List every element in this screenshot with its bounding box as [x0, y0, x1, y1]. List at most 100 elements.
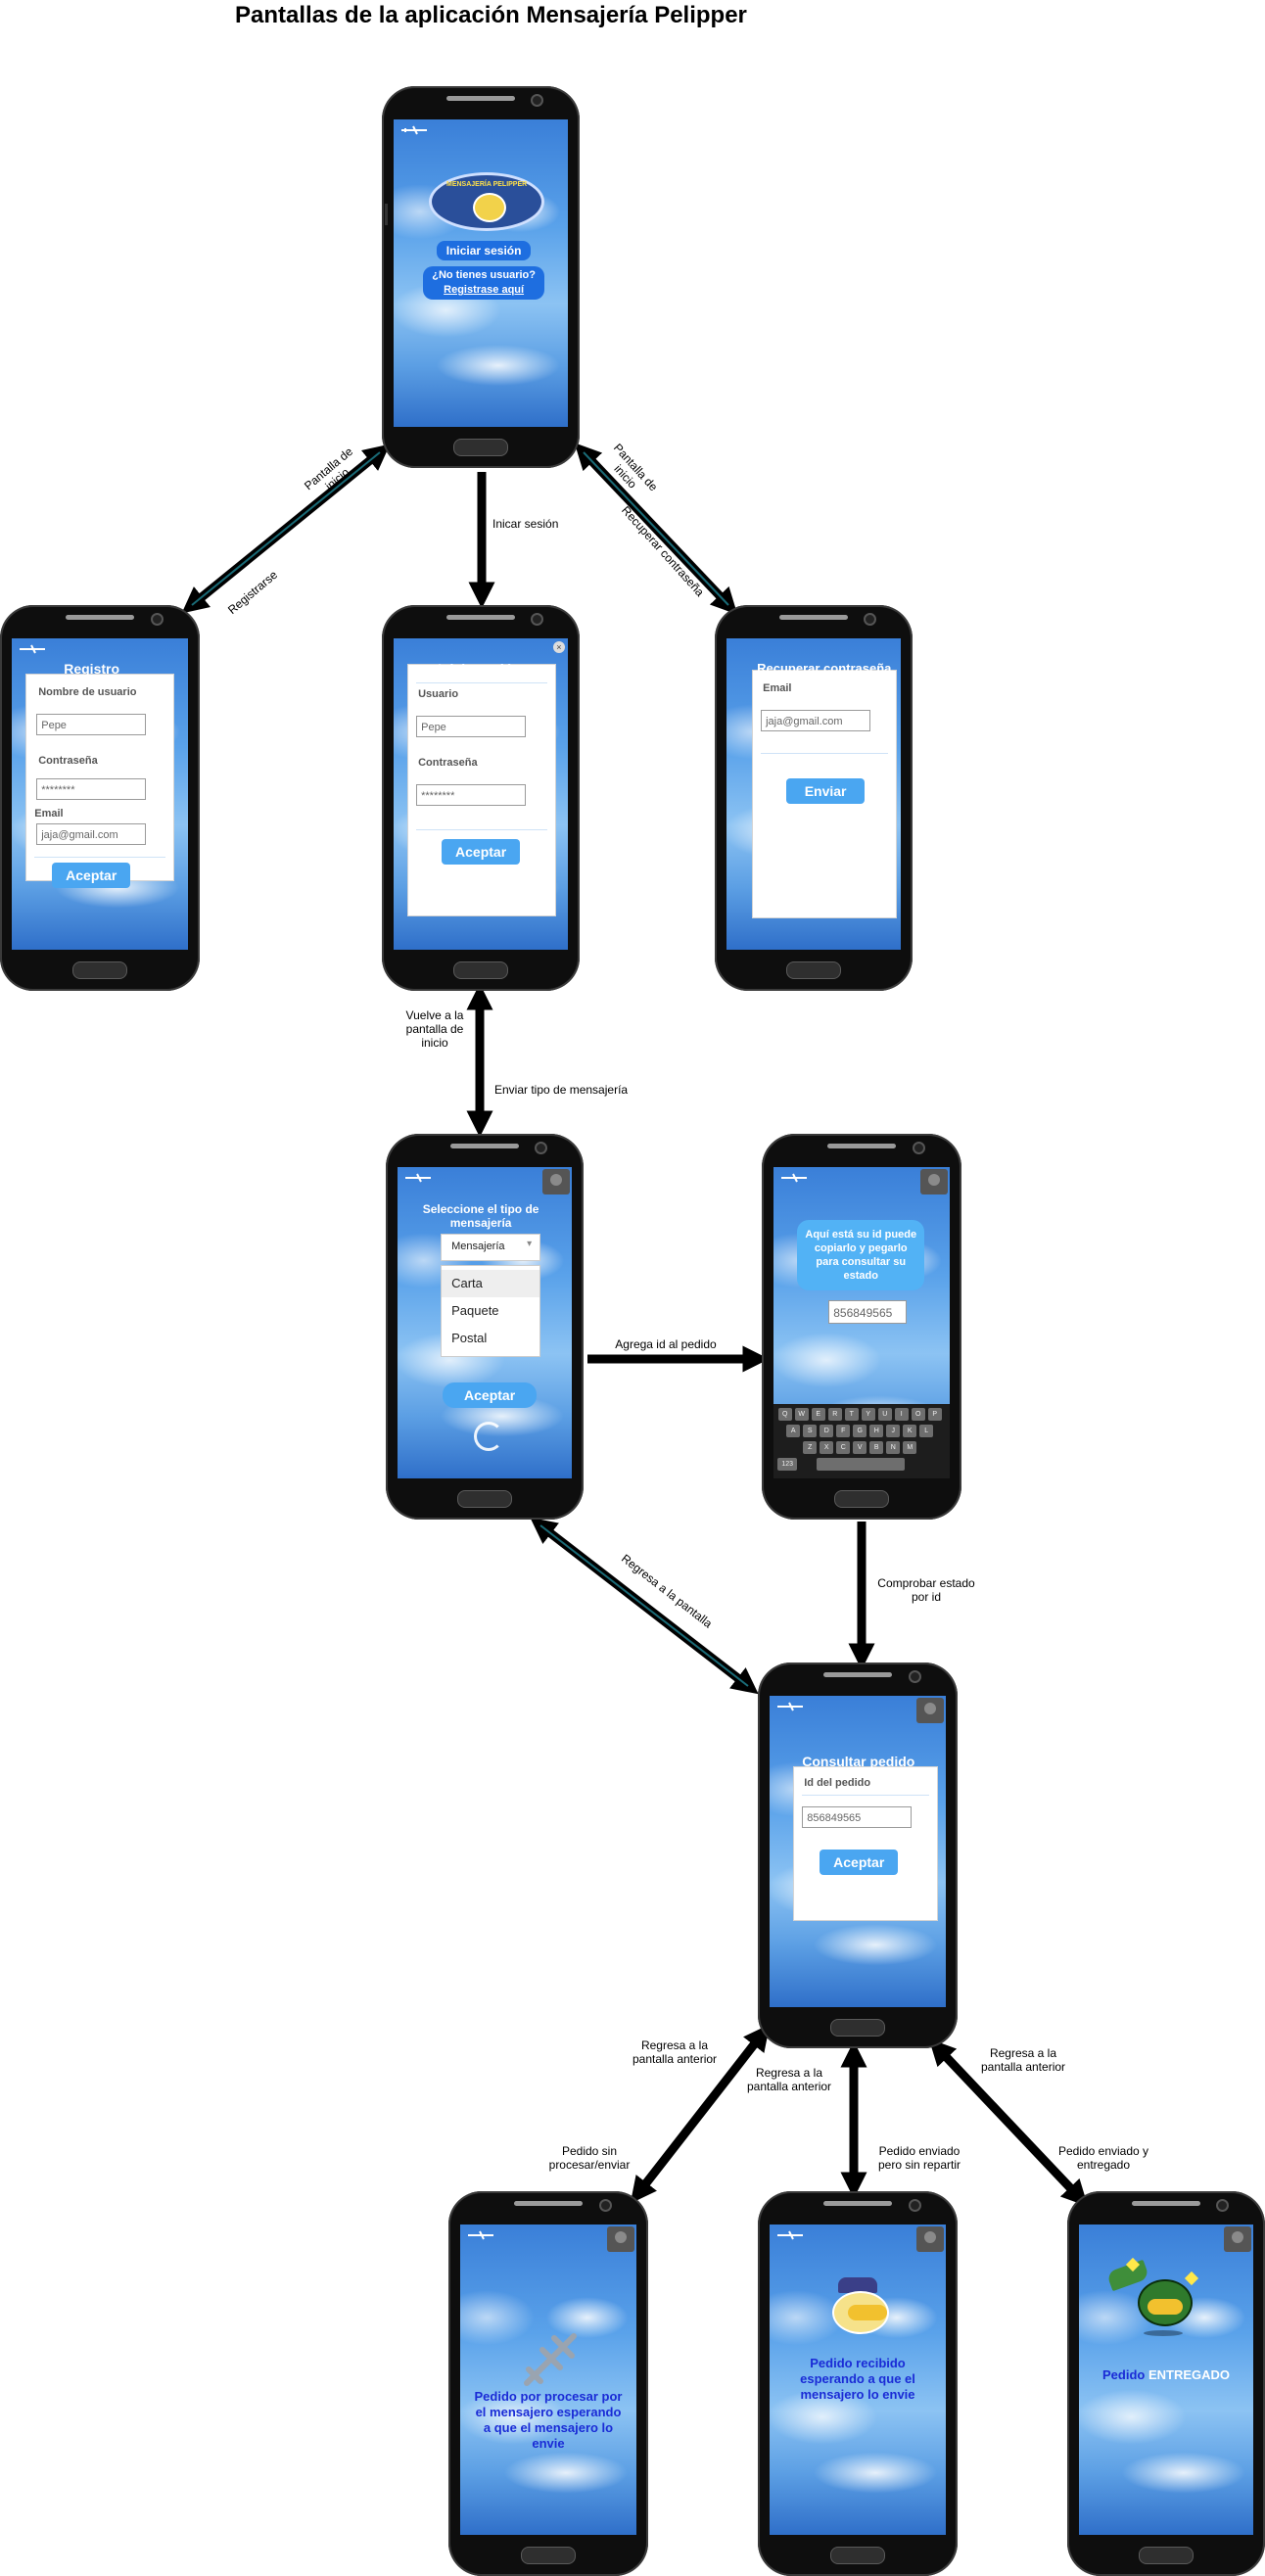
avatar[interactable]	[606, 2226, 634, 2252]
login-link[interactable]: Iniciar sesión	[437, 241, 532, 260]
phone-id: Aquí está su id puede copiarlo y pegarlo…	[762, 1134, 961, 1520]
avatar[interactable]	[1223, 2226, 1251, 2252]
avatar[interactable]	[915, 2226, 944, 2252]
home-button	[453, 439, 508, 456]
phone-status-received: Pedido recibido esperando a que el mensa…	[758, 2191, 958, 2576]
key-u[interactable]: U	[877, 1408, 892, 1421]
accept-button[interactable]: Aceptar	[443, 1382, 538, 1408]
pelipper-icon	[473, 193, 507, 222]
status-text: Pedido por procesar por el mensajero esp…	[474, 2389, 623, 2451]
register-box: ¿No tienes usuario? Registrase aquí	[423, 266, 545, 300]
register-card: Registro Nombre de usuario Pepe Contrase…	[25, 661, 175, 888]
key-s[interactable]: S	[803, 1425, 818, 1437]
key-v[interactable]: V	[853, 1441, 867, 1454]
phone-status-pending: Pedido por procesar por el mensajero esp…	[448, 2191, 648, 2576]
arrow-query-s1	[630, 2024, 771, 2204]
avatar[interactable]	[915, 1698, 944, 1723]
key-g[interactable]: G	[853, 1425, 867, 1437]
accept-button[interactable]: Aceptar	[52, 863, 131, 888]
phone-query: Consultar pedido Id del pedido 856849565…	[758, 1663, 958, 2048]
email-field[interactable]: jaja@gmail.com	[36, 823, 147, 845]
label-s3-back: Regresa a la pantalla anterior	[980, 2046, 1066, 2074]
phone-recover: Recuperar contraseña Email jaja@gmail.co…	[715, 605, 913, 991]
user-label: Nombre de usuario	[38, 686, 137, 698]
home-button	[786, 961, 841, 979]
order-id-field[interactable]: 856849565	[802, 1806, 913, 1828]
phone-register: Registro Nombre de usuario Pepe Contrase…	[0, 605, 200, 991]
option-carta[interactable]: Carta	[442, 1270, 540, 1297]
key-j[interactable]: J	[886, 1425, 901, 1437]
email-label: Email	[763, 682, 792, 694]
key-c[interactable]: C	[836, 1441, 851, 1454]
plane-icon	[401, 125, 428, 135]
label-select-id: Agrega id al pedido	[615, 1337, 717, 1351]
plane-icon	[405, 1173, 432, 1183]
chevron-down-icon: ▾	[527, 1239, 533, 1249]
key-r[interactable]: R	[827, 1408, 842, 1421]
accept-button[interactable]: Aceptar	[442, 839, 521, 865]
key-y[interactable]: Y	[861, 1408, 875, 1421]
register-link[interactable]: Registrase aquí	[444, 284, 525, 296]
password-label: Contraseña	[38, 755, 98, 767]
key-numbers[interactable]: 123	[777, 1458, 798, 1471]
key-h[interactable]: H	[869, 1425, 884, 1437]
id-message: Aquí está su id puede copiarlo y pegarlo…	[797, 1220, 925, 1290]
phone-status-delivered: Pedido ENTREGADO	[1067, 2191, 1265, 2576]
key-l[interactable]: L	[919, 1425, 934, 1437]
key-f[interactable]: F	[836, 1425, 851, 1437]
home-button	[72, 961, 127, 979]
label-login-select-down: Enviar tipo de mensajería	[494, 1083, 629, 1097]
email-field[interactable]: jaja@gmail.com	[761, 710, 871, 731]
label-s2-back: Regresa a la pantalla anterior	[746, 2066, 832, 2093]
pelipper-dancing-icon	[1099, 2257, 1206, 2338]
id-field[interactable]: 856849565	[828, 1300, 908, 1324]
close-icon[interactable]: ×	[552, 641, 565, 653]
register-heading: Registro	[64, 661, 120, 677]
key-z[interactable]: Z	[803, 1441, 818, 1454]
accept-button[interactable]: Aceptar	[820, 1850, 899, 1875]
home-button	[521, 2547, 576, 2564]
label-id-query: Comprobar estado por id	[877, 1576, 975, 1604]
key-p[interactable]: P	[927, 1408, 942, 1421]
plane-icon	[781, 1173, 808, 1183]
username-field[interactable]: Pepe	[416, 716, 527, 737]
send-button[interactable]: Enviar	[786, 778, 866, 804]
key-q[interactable]: Q	[777, 1408, 792, 1421]
home-button	[830, 2547, 885, 2564]
key-n[interactable]: N	[886, 1441, 901, 1454]
phone-home: MENSAJERÍA PELIPPER Iniciar sesión ¿No t…	[382, 86, 580, 468]
key-o[interactable]: O	[911, 1408, 925, 1421]
option-paquete[interactable]: Paquete	[451, 1303, 499, 1318]
airplane-icon	[524, 2333, 578, 2386]
app-logo: MENSAJERÍA PELIPPER	[429, 172, 545, 231]
user-label: Usuario	[418, 688, 459, 700]
password-field[interactable]: ********	[36, 778, 147, 800]
plane-icon	[777, 1702, 804, 1711]
plane-icon	[468, 2230, 494, 2240]
avatar[interactable]	[541, 1169, 570, 1194]
plane-icon	[20, 644, 46, 654]
key-m[interactable]: M	[903, 1441, 917, 1454]
key-a[interactable]: A	[786, 1425, 801, 1437]
key-b[interactable]: B	[869, 1441, 884, 1454]
key-k[interactable]: K	[903, 1425, 917, 1437]
key-w[interactable]: W	[794, 1408, 809, 1421]
messaging-dropdown[interactable]: Mensajería ▾	[441, 1234, 541, 1261]
home-screen: MENSAJERÍA PELIPPER Iniciar sesión ¿No t…	[394, 119, 568, 427]
key-i[interactable]: I	[894, 1408, 909, 1421]
avatar[interactable]	[919, 1169, 948, 1194]
option-postal[interactable]: Postal	[451, 1331, 488, 1345]
recover-heading: Recuperar contraseña	[757, 661, 892, 676]
status-text: Pedido recibido esperando a que el mensa…	[800, 2356, 915, 2402]
key-t[interactable]: T	[844, 1408, 859, 1421]
key-x[interactable]: X	[820, 1441, 834, 1454]
home-button	[453, 961, 508, 979]
username-field[interactable]: Pepe	[36, 714, 147, 735]
password-field[interactable]: ********	[416, 784, 527, 806]
home-button	[457, 1490, 512, 1508]
label-s3-fwd: Pedido enviado y entregado	[1057, 2144, 1149, 2172]
key-d[interactable]: D	[820, 1425, 834, 1437]
key-e[interactable]: E	[811, 1408, 825, 1421]
key-space[interactable]	[817, 1458, 906, 1471]
